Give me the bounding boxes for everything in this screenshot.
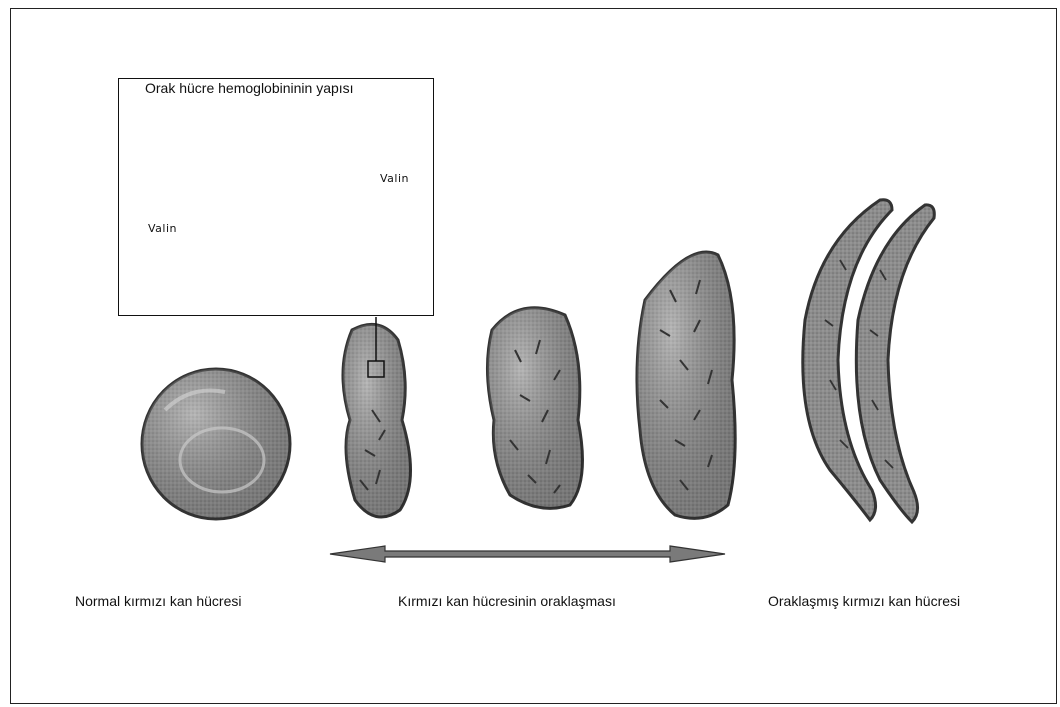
caption-sickled-cell: Oraklaşmış kırmızı kan hücresi <box>768 593 960 609</box>
valin-label-left: Valin <box>148 222 177 235</box>
sickled-red-blood-cell <box>803 200 935 522</box>
valin-label-right: Valin <box>380 172 409 185</box>
normal-red-blood-cell <box>142 369 290 519</box>
hemoglobin-inset-box <box>118 78 434 316</box>
caption-sickling-process: Kırmızı kan hücresinin oraklaşması <box>398 593 616 609</box>
double-arrow <box>330 546 725 562</box>
caption-normal-cell: Normal kırmızı kan hücresi <box>75 593 241 609</box>
sickling-cell-stage-3 <box>637 252 735 518</box>
sickling-cell-stage-2 <box>487 308 582 509</box>
inset-title: Orak hücre hemoglobininin yapısı <box>145 80 354 96</box>
